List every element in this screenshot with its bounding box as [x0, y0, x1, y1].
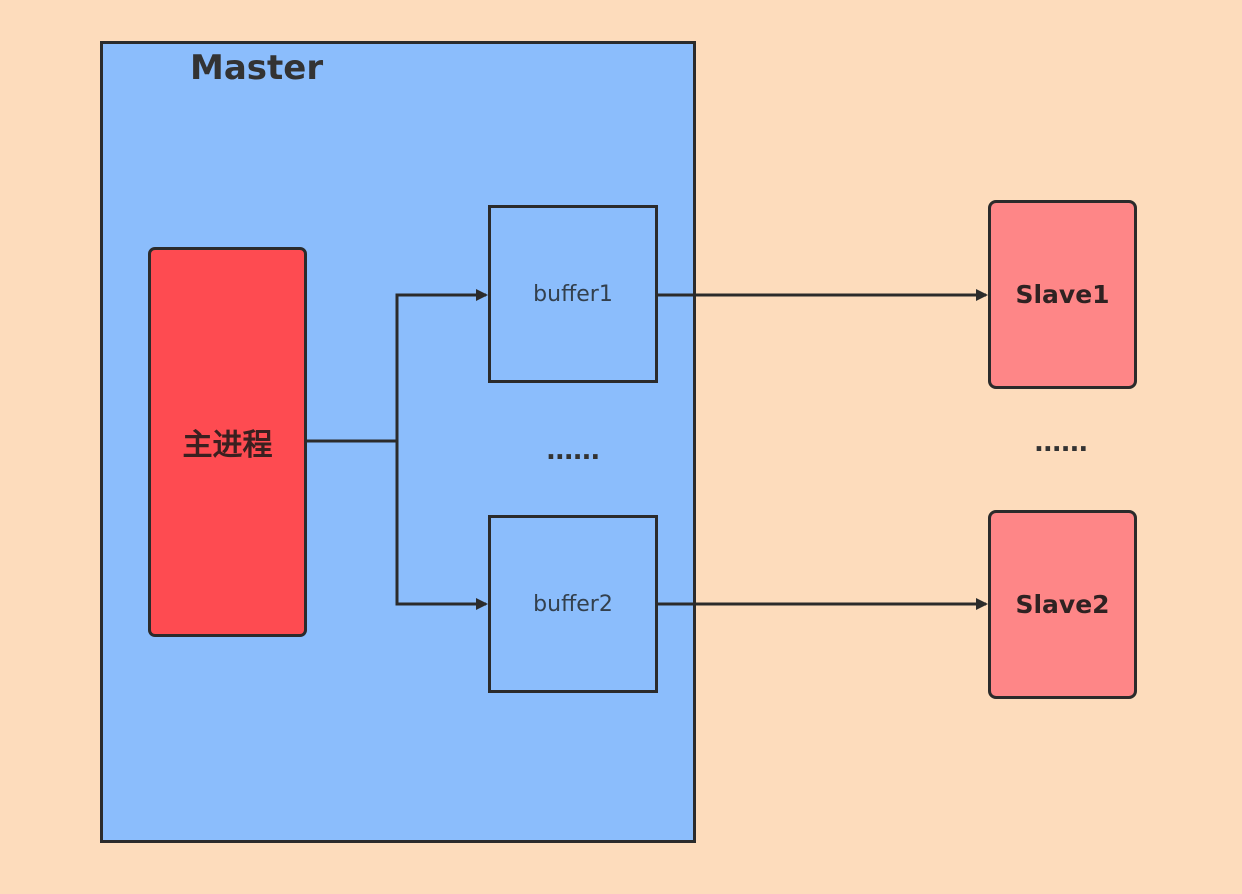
buffers-ellipsis: ...... [546, 436, 600, 466]
main-process-label: 主进程 [182, 428, 273, 463]
buffer2-node: buffer2 [488, 515, 658, 693]
slave2-node: Slave2 [988, 510, 1137, 699]
buffer2-label: buffer2 [533, 591, 613, 617]
slave2-label: Slave2 [1015, 590, 1110, 619]
slave1-node: Slave1 [988, 200, 1137, 389]
slave1-label: Slave1 [1015, 280, 1110, 309]
buffer1-label: buffer1 [533, 281, 613, 307]
main-process-node: 主进程 [148, 247, 307, 637]
slaves-ellipsis: ...... [1034, 428, 1088, 458]
buffer1-node: buffer1 [488, 205, 658, 383]
master-title: Master [190, 48, 324, 88]
